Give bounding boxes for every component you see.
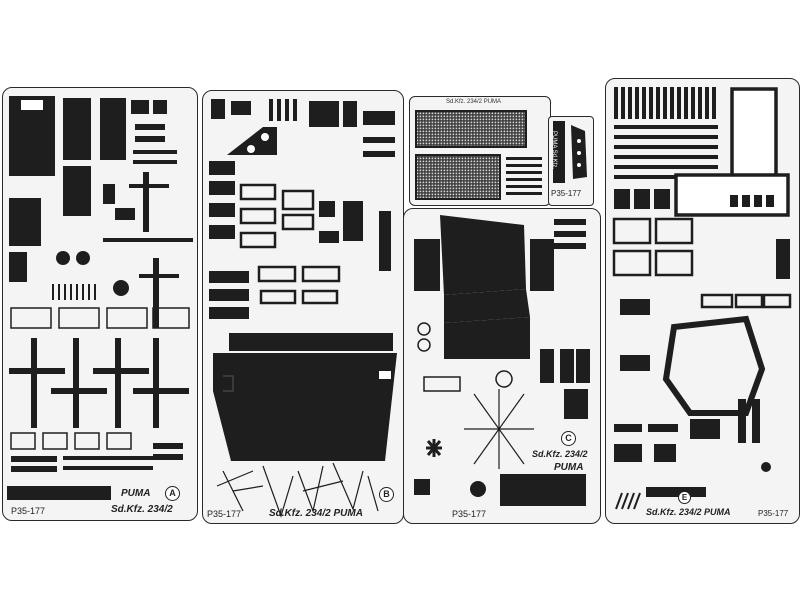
fret-c1-parts: [415, 110, 542, 200]
fret-e: Sd.Kfz. 234/2 PUMA E P35-177: [605, 78, 800, 524]
fret-e-code: P35-177: [758, 509, 789, 518]
fret-c2-code: P35-177: [551, 189, 582, 198]
fret-b-letter: B: [379, 487, 394, 502]
fret-c3-title-line2: PUMA: [554, 462, 584, 473]
fret-c3-parts: [414, 215, 590, 506]
fret-c3-title-line1: Sd.Kfz. 234/2: [532, 449, 588, 459]
fret-e-parts: [612, 87, 792, 510]
fret-a-parts: [7, 96, 193, 500]
fret-c3: Sd.Kfz. 234/2 PUMA C P35-177: [403, 208, 601, 524]
fret-b: P35-177 Sd.Kfz. 234/2 PUMA B: [202, 90, 404, 524]
fret-c2-small: PUMA Sd.Kfz. P35-177: [548, 116, 594, 206]
fret-c3-letter: C: [561, 431, 576, 446]
fret-b-parts: [209, 99, 397, 518]
fret-e-letter: E: [678, 491, 691, 504]
fret-e-title: Sd.Kfz. 234/2 PUMA: [646, 507, 731, 517]
fret-c2-parts: [553, 121, 587, 183]
fret-b-title: Sd.Kfz. 234/2 PUMA: [269, 508, 363, 519]
fret-a-title-line2: Sd.Kfz. 234/2: [111, 504, 173, 515]
fret-c1-mesh: Sd.Kfz. 234/2 PUMA: [409, 96, 551, 206]
fret-a-title-line1: PUMA: [121, 488, 151, 499]
fret-a-code: P35-177: [11, 506, 46, 516]
fret-a-letter: A: [165, 486, 180, 501]
fret-c3-code: P35-177: [452, 509, 487, 519]
fret-c2-vertical-text: PUMA Sd.Kfz.: [551, 130, 558, 170]
fret-a: PUMA Sd.Kfz. 234/2 A P35-177: [2, 87, 198, 521]
fret-b-code: P35-177: [207, 509, 242, 519]
fret-c1-header: Sd.Kfz. 234/2 PUMA: [446, 99, 502, 105]
